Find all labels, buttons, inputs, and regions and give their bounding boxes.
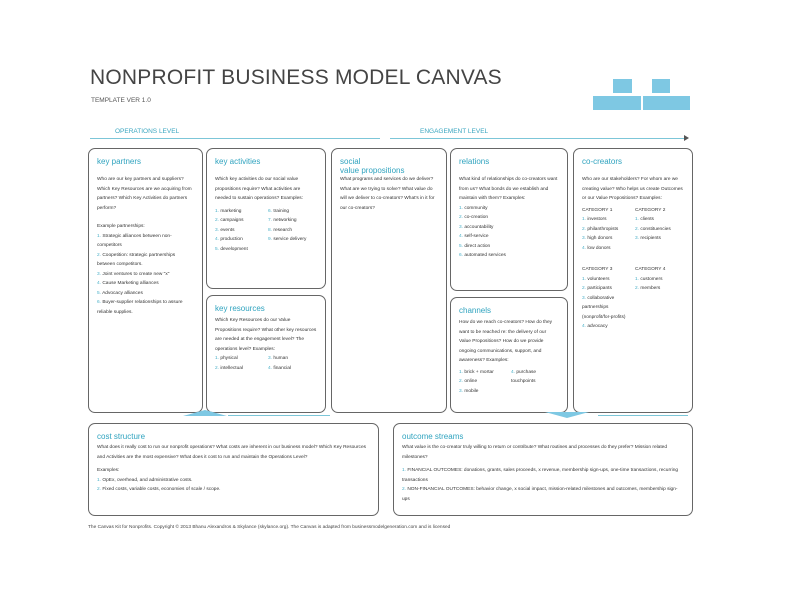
- channels-title: channels: [459, 306, 492, 315]
- template-version: TEMPLATE VER 1.0: [91, 97, 151, 104]
- value-propositions-question: What programs and services do we deliver…: [340, 177, 435, 211]
- co-creators-box: co-creators Who are our stakeholders? Fo…: [573, 148, 693, 413]
- operations-level-label: OPERATIONS LEVEL: [115, 128, 180, 135]
- cost-structure-title: cost structure: [97, 432, 146, 441]
- cost-structure-box: cost structure What does it really cost …: [88, 423, 379, 516]
- cost-structure-question: What does it really cost to run our nonp…: [97, 445, 367, 460]
- channels-question: How do we reach co-creators? How do they…: [459, 320, 553, 363]
- key-activities-question: Which key activities do our social value…: [215, 177, 303, 201]
- outcome-streams-question: What value is the co-creator truly willi…: [402, 445, 668, 460]
- channels-box: channels How do we reach co-creators? Ho…: [450, 297, 568, 413]
- key-resources-question: Which Key Resources do our Value Proposi…: [215, 318, 317, 352]
- key-partners-examples-label: Example partnerships:: [97, 224, 145, 229]
- page-title: NONPROFIT BUSINESS MODEL CANVAS: [90, 66, 502, 89]
- up-triangle-icon: [183, 410, 227, 416]
- co-creators-question: Who are our stakeholders? For whom are w…: [582, 177, 683, 201]
- key-partners-title: key partners: [97, 157, 142, 166]
- engagement-level-arrow: [390, 138, 686, 139]
- cost-structure-examples-label: Examples:: [97, 468, 120, 473]
- key-resources-box: key resources Which Key Resources do our…: [206, 295, 326, 413]
- key-resources-title: key resources: [215, 304, 265, 313]
- key-partners-list: 1. Strategic alliances between non-compe…: [97, 233, 183, 315]
- outcome-streams-title: outcome streams: [402, 432, 464, 441]
- footer-copyright: The Canvas Kit for Nonprofits. Copyright…: [88, 525, 451, 530]
- key-partners-question: Who are our key partners and suppliers? …: [97, 177, 192, 211]
- relations-title: relations: [459, 157, 490, 166]
- operations-level-arrow: [90, 138, 380, 139]
- key-activities-title: key activities: [215, 157, 261, 166]
- relations-question: What kind of relationships do co-creator…: [459, 177, 558, 201]
- cost-structure-list: 1. OpEx, overhead, and administrative co…: [97, 477, 221, 493]
- relations-box: relations What kind of relationships do …: [450, 148, 568, 291]
- co-creators-title: co-creators: [582, 157, 623, 166]
- outcome-streams-box: outcome streams What value is the co-cre…: [393, 423, 693, 516]
- key-activities-box: key activities Which key activities do o…: [206, 148, 326, 289]
- key-partners-box: key partners Who are our key partners an…: [88, 148, 203, 413]
- engagement-level-label: ENGAGEMENT LEVEL: [420, 128, 489, 135]
- down-triangle-icon: [545, 412, 589, 418]
- outcome-streams-list: 1. FINANCIAL OUTCOMES: donations, grants…: [402, 468, 679, 502]
